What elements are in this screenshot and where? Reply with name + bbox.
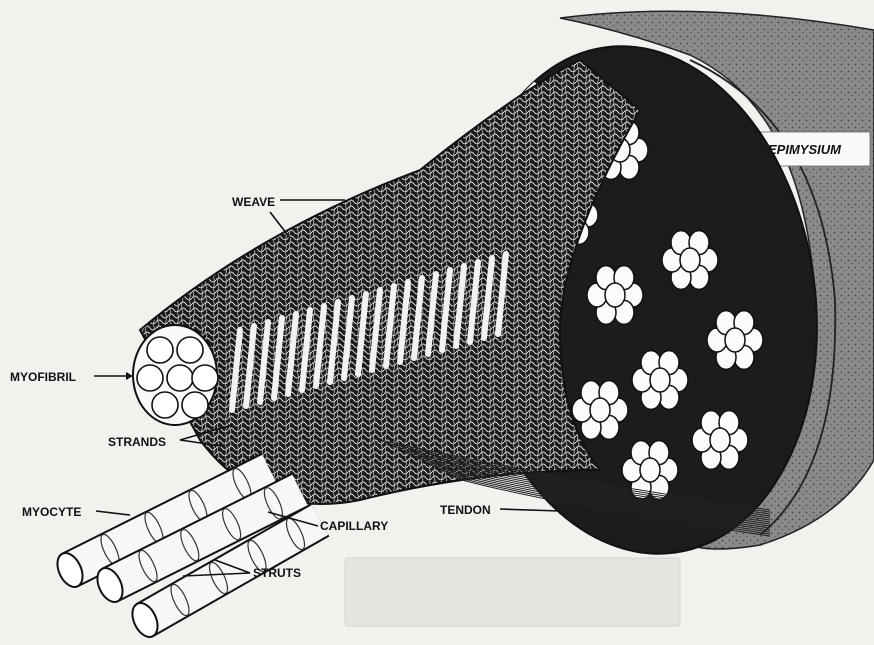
capillary-label: CAPILLARY	[320, 519, 388, 533]
myofibril	[167, 365, 193, 391]
myofibril	[182, 392, 208, 418]
myocyte-label: MYOCYTE	[22, 505, 81, 519]
faded-caption-area	[345, 558, 680, 626]
myofibril-bundle	[133, 325, 218, 425]
myofibril-label: MYOFIBRIL	[10, 370, 76, 384]
strands-label: STRANDS	[108, 435, 166, 449]
weave-bundle	[140, 60, 640, 504]
epimysium-label: EPIMYSIUM	[768, 142, 842, 157]
tendon-label: TENDON	[440, 503, 491, 517]
myofibril	[147, 337, 173, 363]
myofibril	[152, 392, 178, 418]
myocyte-cylinders	[52, 466, 320, 641]
myofibril	[177, 337, 203, 363]
struts-label: STRUTS	[253, 566, 301, 580]
myofibril	[192, 365, 218, 391]
weave-label: WEAVE	[232, 195, 275, 209]
myofibril	[137, 365, 163, 391]
